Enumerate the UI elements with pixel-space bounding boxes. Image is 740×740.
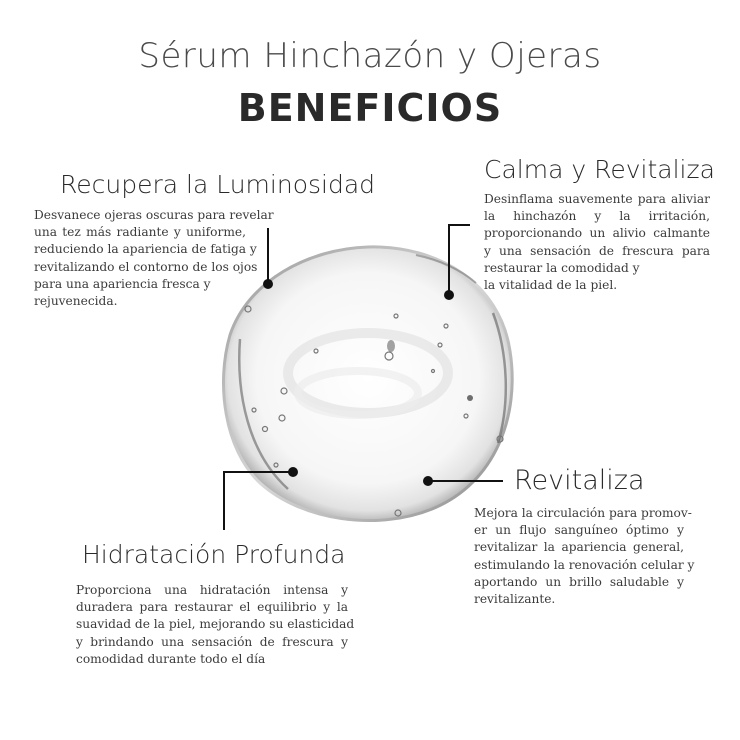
benefit-title-luminosidad: Recupera la Luminosidad xyxy=(60,170,376,199)
text-line: Proporciona una hidratación intensa y xyxy=(76,583,348,597)
text-line: duradera para restaurar el equilibrio y … xyxy=(76,600,348,615)
text-line: restaurar la comodidad y xyxy=(484,260,640,275)
text-line: rejuvenecida. xyxy=(34,293,118,308)
text-line: Desinflama suavemente para aliviar xyxy=(484,192,710,206)
benefit-title-hidratacion: Hidratación Profunda xyxy=(82,540,346,569)
benefit-title-calma: Calma y Revitaliza xyxy=(484,155,715,184)
text-line: estimulando la renovación celular y xyxy=(474,557,695,572)
benefit-text-calma: Desinflama suavemente para aliviar la hi… xyxy=(484,191,710,294)
text-line: aportando un brillo saludable y xyxy=(474,574,684,589)
text-line: comodidad durante todo el día xyxy=(76,651,266,666)
text-line: la hinchazón y la irritación, xyxy=(484,209,710,224)
text-line: Mejora la circulación para promov- xyxy=(474,506,692,520)
text-line: para una apariencia fresca y xyxy=(34,276,211,291)
benefit-text-luminosidad: Desvanece ojeras oscuras para revelar un… xyxy=(34,207,274,310)
text-line: suavidad de la piel, mejorando su elasti… xyxy=(76,617,355,632)
text-line: er un flujo sanguíneo óptimo y xyxy=(474,523,684,538)
text-line: la vitalidad de la piel. xyxy=(484,277,618,292)
text-line: proporcionando un alivio calmante xyxy=(484,226,710,241)
text-line: revitalizante. xyxy=(474,591,556,606)
serum-gel-drop-icon xyxy=(222,245,514,523)
text-line: y brindando una sensación de frescura y xyxy=(76,634,348,649)
text-line: una tez más radiante y uniforme, xyxy=(34,225,246,240)
benefit-text-revitaliza: Mejora la circulación para promov- er un… xyxy=(474,505,695,608)
text-line: revitalizando el contorno de los ojos xyxy=(34,259,258,274)
section-title: BENEFICIOS xyxy=(237,86,503,130)
page-title: Sérum Hinchazón y Ojeras xyxy=(138,36,602,76)
benefit-text-hidratacion: Proporciona una hidratación intensa y du… xyxy=(76,582,355,668)
benefit-title-revitaliza: Revitaliza xyxy=(514,465,645,496)
text-line: revitalizar la apariencia general, xyxy=(474,540,684,555)
text-line: Desvanece ojeras oscuras para revelar xyxy=(34,208,274,222)
text-line: y una sensación de frescura para xyxy=(484,243,710,258)
text-line: reduciendo la apariencia de fatiga y xyxy=(34,242,257,257)
